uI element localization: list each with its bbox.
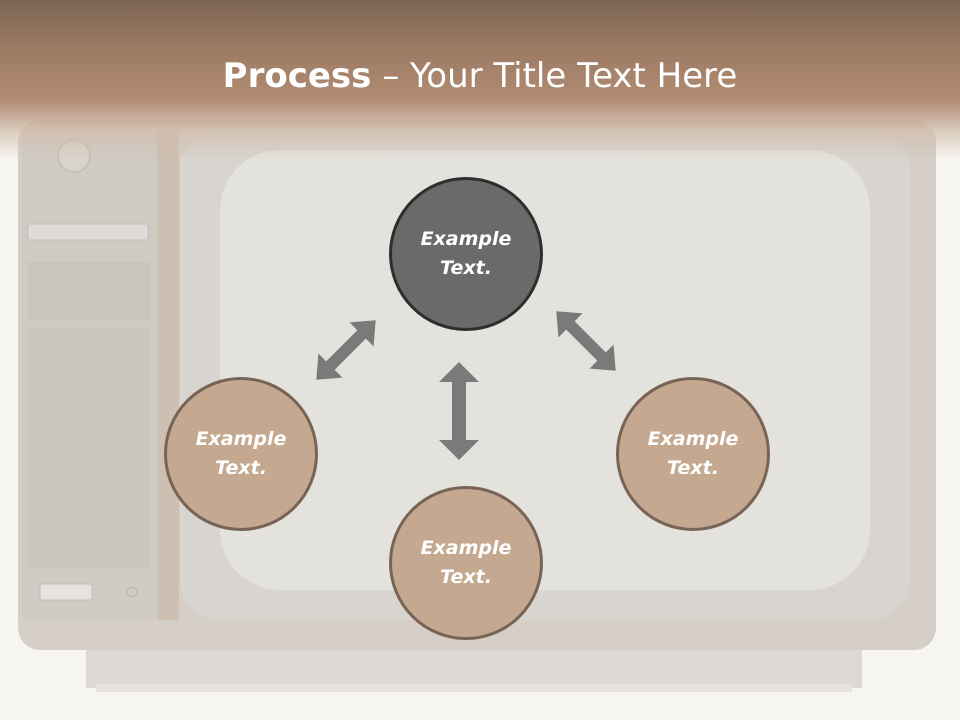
title-dash: –	[371, 56, 411, 96]
node-right-line2: Text.	[667, 457, 719, 479]
slide-title[interactable]: Process – Your Title Text Here	[0, 54, 960, 98]
title-bold-text: Process	[222, 56, 372, 96]
title-bar	[0, 0, 960, 160]
node-top-line1: Example	[420, 228, 512, 250]
node-left-line2: Text.	[215, 457, 267, 479]
node-top-line2: Text.	[440, 257, 492, 279]
title-rest-text: Your Title Text Here	[410, 56, 738, 96]
node-bottom-line1: Example	[420, 537, 512, 559]
node-left-line1: Example	[195, 428, 287, 450]
node-right-line1: Example	[647, 428, 739, 450]
node-bottom-line2: Text.	[440, 566, 492, 588]
